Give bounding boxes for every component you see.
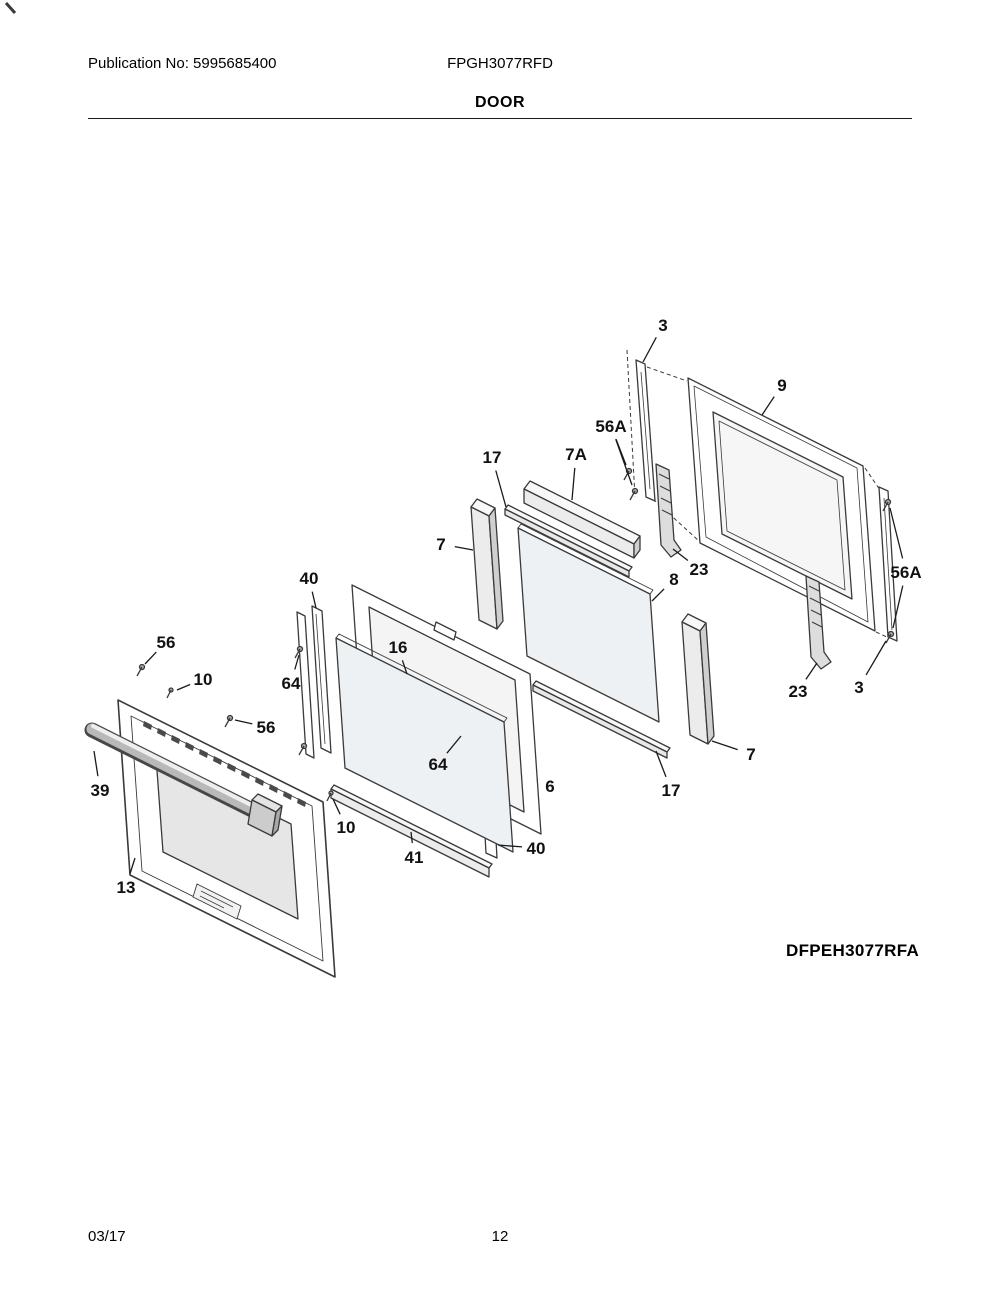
- part-callout-56: 56: [257, 718, 276, 737]
- callout-leader: [446, 735, 462, 754]
- side-retainer-40-left: [311, 605, 332, 754]
- screw-56-mid: [224, 714, 234, 728]
- door-badge: [192, 883, 242, 920]
- part-callout-56: 56: [157, 633, 176, 652]
- callout-leader: [615, 438, 633, 486]
- callout-leader: [401, 660, 408, 675]
- door-liner-9: [687, 377, 876, 632]
- callout-leader: [332, 798, 341, 815]
- part-callout-16: 16: [389, 638, 408, 657]
- callout-leader: [571, 467, 576, 501]
- part-callout-7: 7: [746, 745, 755, 764]
- callout-leader: [176, 683, 191, 691]
- callout-leader: [865, 640, 887, 676]
- screws-56a-left: [623, 467, 639, 501]
- callout-leader: [144, 651, 157, 665]
- part-callout-23: 23: [789, 682, 808, 701]
- callout-leader: [410, 831, 413, 844]
- callout-leader: [711, 740, 738, 751]
- door-vent-slots: [143, 721, 306, 807]
- part-callout-17: 17: [662, 781, 681, 800]
- footer-date: 03/17: [88, 1228, 126, 1245]
- diagram-artwork: [4, 1, 898, 978]
- callout-leader: [234, 719, 253, 725]
- part-callout-23: 23: [690, 560, 709, 579]
- hinge-23-right: [805, 575, 832, 670]
- publication-number: Publication No: 5995685400: [88, 55, 277, 72]
- callout-leader: [892, 585, 904, 629]
- outer-door-panel-13: [117, 699, 336, 978]
- callout-leader: [651, 588, 665, 602]
- callout-leader: [93, 750, 99, 777]
- top-spacer-7a: [523, 480, 641, 559]
- part-callout-6: 6: [545, 777, 554, 796]
- part-callout-10: 10: [194, 670, 213, 689]
- callout-leader: [497, 844, 523, 848]
- screw-10-bottom: [326, 790, 334, 802]
- footer-page-number: 12: [491, 1228, 509, 1245]
- part-callout-8: 8: [669, 570, 678, 589]
- glass-spacer-17-bottom: [532, 680, 671, 759]
- spacer-7-right: [681, 613, 715, 745]
- middle-glass-8: [517, 523, 660, 723]
- part-callout-56a: 56A: [595, 417, 626, 436]
- part-callout-10: 10: [337, 818, 356, 837]
- model-number: FPGH3077RFD: [447, 55, 553, 72]
- spacer-7-left: [470, 498, 504, 630]
- part-callout-3: 3: [854, 678, 863, 697]
- part-callout-9: 9: [777, 376, 786, 395]
- door-handle-39: [84, 722, 283, 837]
- callout-leader: [642, 336, 657, 363]
- callout-leader: [311, 591, 317, 609]
- screw-56-top: [136, 663, 146, 677]
- part-callout-64: 64: [282, 674, 301, 693]
- assembly-code: DFPEH3077RFA: [786, 941, 920, 960]
- callout-leader: [761, 396, 775, 416]
- title-divider: [88, 118, 912, 119]
- part-callout-56a: 56A: [890, 563, 921, 582]
- part-callout-7: 7: [436, 535, 445, 554]
- part-callout-3: 3: [658, 316, 667, 335]
- callout-leader: [889, 507, 904, 559]
- bottom-trim-41: [330, 784, 493, 878]
- side-rail-3-right: [864, 467, 898, 642]
- part-callout-40: 40: [300, 569, 319, 588]
- part-callout-41: 41: [405, 848, 424, 867]
- callout-leader: [129, 857, 136, 874]
- hinge-23-left: [655, 463, 682, 558]
- callout-leader: [655, 750, 667, 778]
- section-title: DOOR: [475, 94, 525, 111]
- part-callout-39: 39: [91, 781, 110, 800]
- door-glass-16: [335, 633, 514, 853]
- scan-artifact: [4, 1, 17, 15]
- part-callout-7a: 7A: [565, 445, 587, 464]
- screws-56a-right: [882, 498, 895, 644]
- side-rail-3-left: [626, 349, 700, 542]
- screws-64-left: [294, 645, 308, 756]
- callout-leader: [805, 662, 818, 680]
- callout-leader: [672, 548, 689, 562]
- part-callout-40: 40: [527, 839, 546, 858]
- part-callout-17: 17: [483, 448, 502, 467]
- screw-10-top: [166, 687, 174, 699]
- part-callout-13: 13: [117, 878, 136, 897]
- glass-spacer-17-top: [504, 504, 633, 578]
- callout-leader: [495, 470, 507, 508]
- callout-leader: [294, 654, 300, 670]
- callout-leader: [454, 545, 474, 551]
- part-callout-64: 64: [429, 755, 448, 774]
